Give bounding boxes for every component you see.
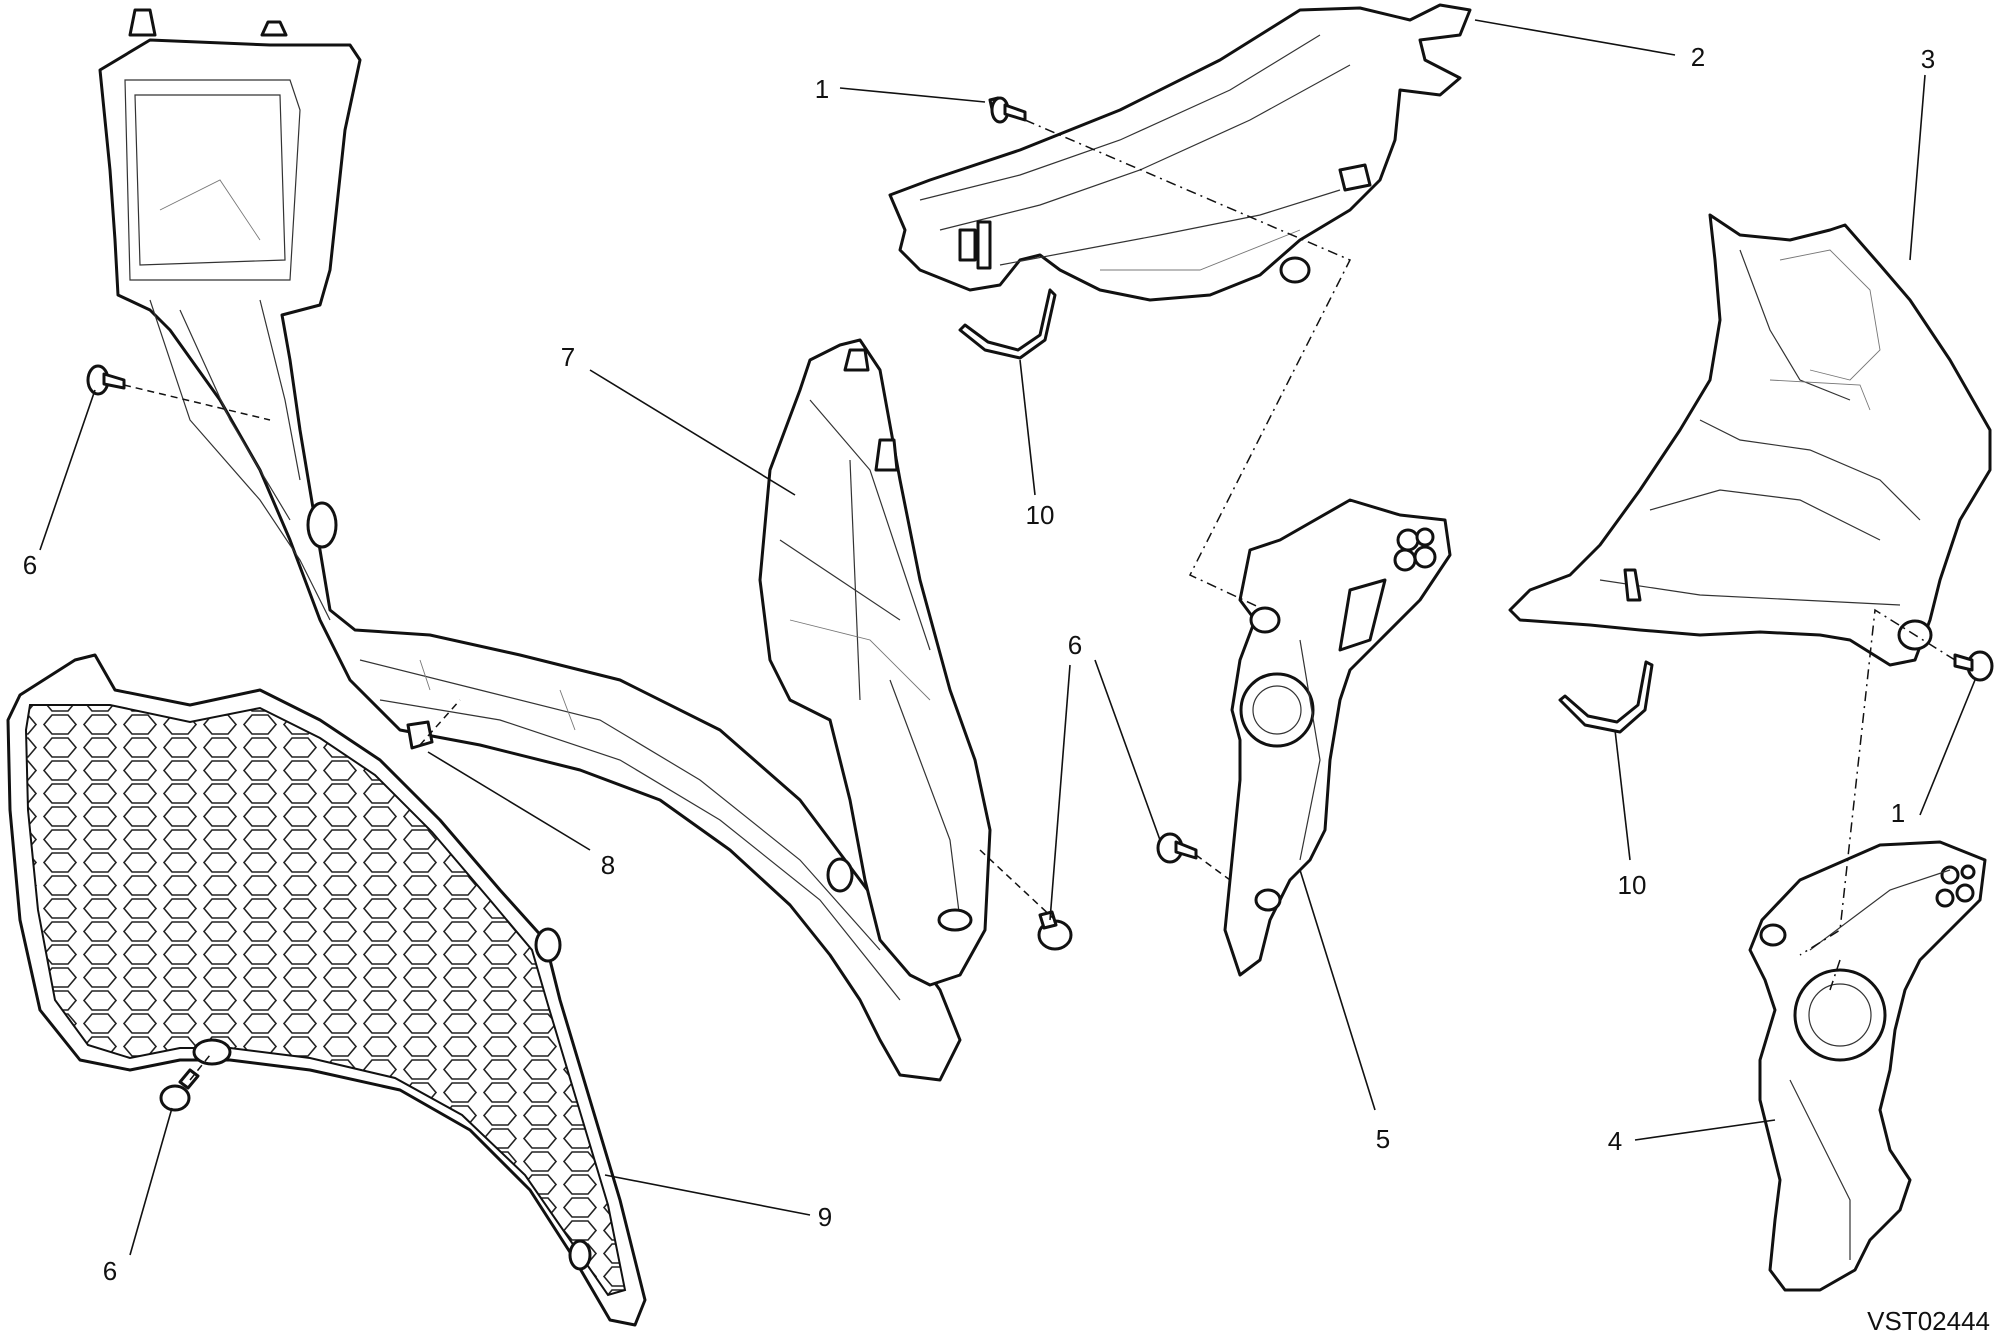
hose-clamp-part-10-left [958,288,1057,360]
radiator-guard-part-9 [6,653,647,1327]
fastener-screw-part-6-bottom [159,1068,200,1112]
hose-clamp-part-10-right [1558,660,1654,734]
fastener-screw-part-1-right [1953,650,1994,682]
upper-panel-part-2 [888,3,1472,302]
assembly-axis-lines [123,119,1956,1081]
callout-6-bottom: 6 [103,1256,117,1286]
callout-1-right: 1 [1891,798,1905,828]
callout-2: 2 [1691,42,1705,72]
fastener-screw-part-6-left [86,364,126,396]
leader-lines [39,19,1976,1256]
clip-part-8 [406,720,434,750]
fastener-screw-part-6-mid [1156,832,1198,864]
callout-9: 9 [818,1202,832,1232]
callout-8: 8 [601,850,615,880]
callout-6-left: 6 [23,550,37,580]
callout-labels: 1 2 3 1 10 10 7 6 6 6 8 5 4 9 [23,42,1935,1286]
callout-6-center: 6 [1068,630,1082,660]
side-duct-panel [758,338,992,987]
bracket-part-5 [1223,498,1452,977]
side-panel-part-3 [1508,213,1992,667]
callout-10-left: 10 [1026,500,1055,530]
fastener-screw-part-1-top [988,96,1027,124]
callout-4: 4 [1608,1126,1622,1156]
drawing-code: VST02444 [1867,1306,1990,1336]
callout-5: 5 [1376,1124,1390,1154]
callout-10-right: 10 [1618,870,1647,900]
callout-7: 7 [561,342,575,372]
air-duct-part-7 [98,8,962,1082]
fastener-screw-part-6-center [1037,910,1073,951]
callout-3: 3 [1921,44,1935,74]
callout-1-top: 1 [815,74,829,104]
bracket-part-4 [1748,840,1987,1292]
